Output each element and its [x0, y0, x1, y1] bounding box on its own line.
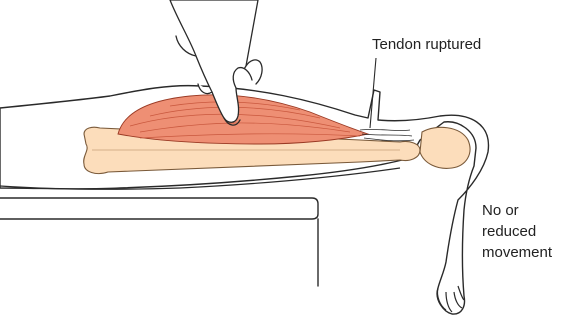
movement-label-line-2: reduced — [482, 221, 552, 242]
tendon-ruptured-label: Tendon ruptured — [372, 35, 481, 55]
movement-label-line-1: No or — [482, 200, 552, 221]
table-icon — [0, 198, 318, 286]
movement-label: No or reduced movement — [482, 200, 552, 263]
movement-label-line-3: movement — [482, 242, 552, 263]
